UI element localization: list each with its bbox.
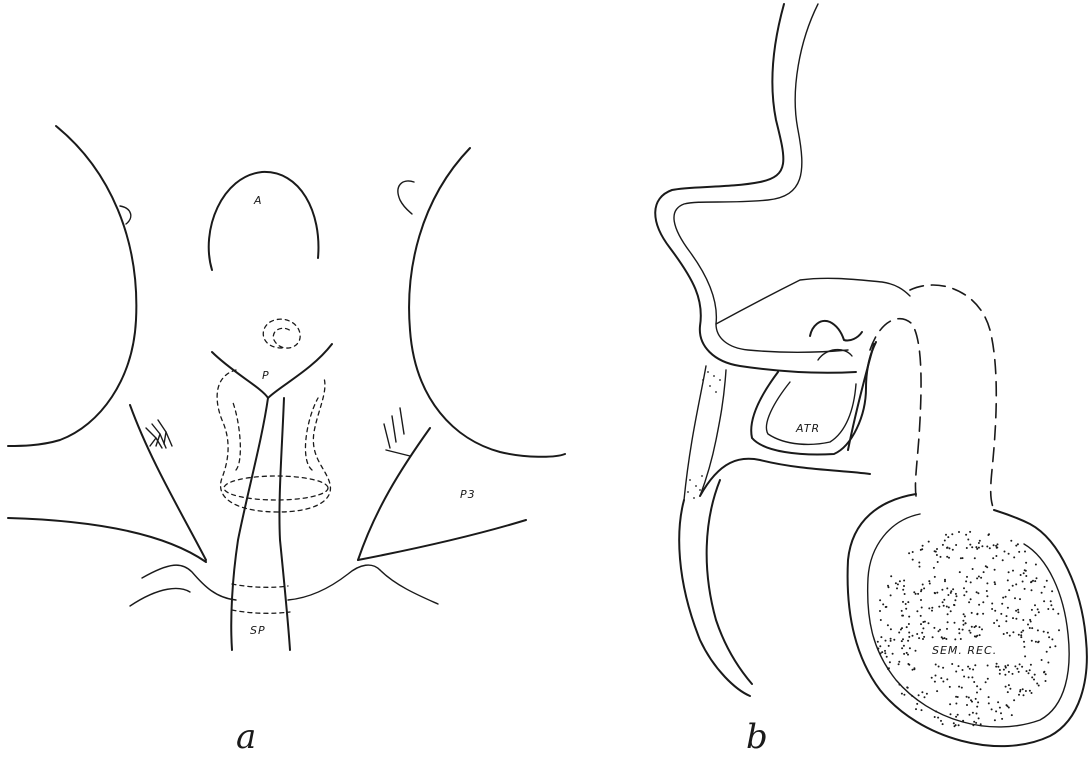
right-coxa-knob bbox=[398, 181, 414, 214]
dashed-ellipse bbox=[224, 476, 328, 500]
panel-label-a: a bbox=[236, 717, 256, 757]
label-P3: P3 bbox=[460, 488, 476, 501]
right-coxa-outline bbox=[409, 148, 565, 457]
lower-tube-inner bbox=[700, 459, 870, 684]
atrium-top-curve bbox=[716, 278, 910, 324]
sem-rec-stipple bbox=[877, 531, 1060, 727]
left-spines bbox=[146, 420, 172, 448]
panel-label-b: b bbox=[746, 717, 768, 757]
spiral-structure bbox=[263, 319, 300, 348]
right-spines bbox=[384, 408, 410, 456]
panel-a-drawing bbox=[8, 126, 565, 650]
upper-duct-outer bbox=[655, 4, 856, 373]
left-coxa-inner-line bbox=[130, 405, 206, 560]
right-lower-curve-2 bbox=[380, 570, 438, 604]
left-lower-curve-2 bbox=[130, 589, 190, 606]
label-ATR: ATR bbox=[795, 422, 820, 435]
left-sternal-line bbox=[8, 518, 206, 562]
label-SEM-REC: SEM. REC. bbox=[932, 644, 997, 657]
dashed-lobe-outline bbox=[217, 370, 330, 512]
stalk-dashed-left bbox=[870, 319, 921, 496]
stalk-solid-left bbox=[848, 344, 874, 450]
atrium-knob bbox=[810, 321, 862, 341]
label-A: A bbox=[253, 194, 263, 207]
left-wall bbox=[684, 366, 706, 500]
duct-dash-top bbox=[232, 584, 288, 587]
sem-rec-outer bbox=[848, 494, 1087, 746]
plate-P-outline bbox=[212, 344, 332, 398]
sem-rec-inner bbox=[868, 514, 1069, 727]
stalk-dashed-right bbox=[910, 285, 996, 510]
right-sternal-line bbox=[358, 520, 526, 560]
left-coxa-outline bbox=[8, 126, 136, 446]
right-lower-curve bbox=[288, 565, 380, 600]
atrium-inner-outline bbox=[766, 382, 856, 444]
label-SP: SP bbox=[250, 624, 266, 637]
label-P: P bbox=[262, 369, 270, 382]
duct-dash-bottom bbox=[232, 610, 290, 613]
left-dotted-region bbox=[687, 371, 721, 499]
right-coxa-inner-line bbox=[358, 428, 430, 560]
apodeme-A-outline bbox=[209, 172, 319, 270]
atrium-outline bbox=[751, 342, 876, 454]
left-lower-curve bbox=[142, 565, 236, 600]
dashed-inner-lobe bbox=[232, 398, 318, 470]
